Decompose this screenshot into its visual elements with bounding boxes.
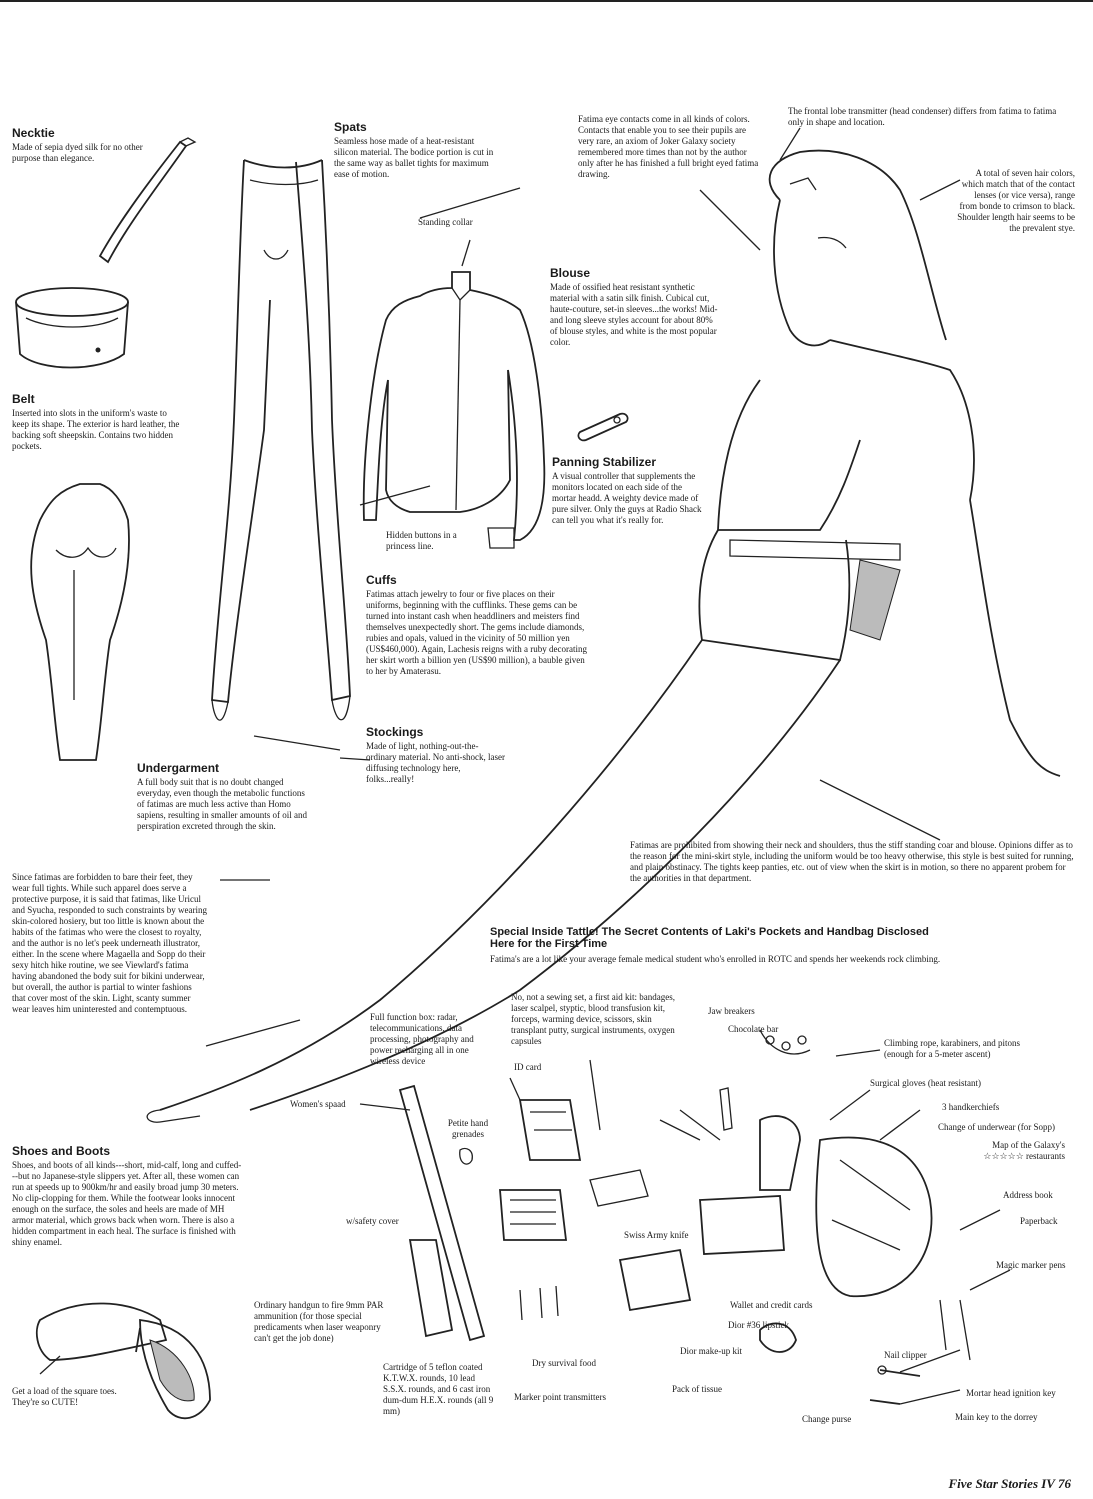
- makeup-kit-label: Dior make-up kit: [680, 1346, 742, 1356]
- special-heading: Special Inside Tattle! The Secret Conten…: [490, 926, 929, 950]
- handkerchiefs-label: 3 handkerchiefs: [942, 1102, 1000, 1112]
- shoes-drawing: [35, 1302, 211, 1420]
- stockings-text: Made of light, nothing-out-the-ordinary …: [366, 741, 505, 784]
- panning-stabilizer-text: A visual controller that supplements the…: [552, 471, 702, 525]
- wallet-label: Wallet and credit cards: [730, 1300, 813, 1310]
- pointer-arrows: [39, 127, 1011, 1405]
- mortar-key-label: Mortar head ignition key: [966, 1388, 1056, 1398]
- cuffs-text: Fatimas attach jewelry to four or five p…: [366, 589, 587, 676]
- panning-stabilizer-heading: Panning Stabilizer: [552, 455, 657, 469]
- safety-cover-label: w/safety cover: [346, 1216, 399, 1226]
- womens-spaad-label: Women's spaad: [290, 1099, 346, 1109]
- surgical-gloves-label: Surgical gloves (heat resistant): [870, 1078, 982, 1088]
- spats-text: Seamless hose made of a heat-resistant s…: [334, 136, 494, 179]
- hair-note: A total of seven hair colors, which matc…: [957, 168, 1075, 233]
- hidden-buttons-label: Hidden buttons in a princess line.: [386, 530, 457, 551]
- fatima-figure-drawing: [146, 149, 1061, 1123]
- prohibited-note: Fatimas are prohibited from showing thei…: [630, 840, 1074, 883]
- spats-heading: Spats: [334, 120, 367, 134]
- undergarment-heading: Undergarment: [137, 761, 220, 775]
- jaw-breakers-label: Jaw breakers: [708, 1006, 755, 1016]
- belt-text: Inserted into slots in the uniform's was…: [12, 408, 180, 451]
- undergarment-text: A full body suit that is no doubt change…: [137, 777, 307, 831]
- spats-drawing: [211, 159, 351, 721]
- underwear-label: Change of underwear (for Sopp): [938, 1122, 1055, 1132]
- frontal-lobe-note: The frontal lobe transmitter (head conde…: [788, 106, 1057, 127]
- petite-grenades-label: Petite hand grenades: [447, 1118, 489, 1139]
- cuffs-heading: Cuffs: [366, 573, 397, 587]
- shoes-heading: Shoes and Boots: [12, 1144, 111, 1158]
- pack-of-tissue-label: Pack of tissue: [672, 1384, 722, 1394]
- magic-marker-label: Magic marker pens: [996, 1260, 1066, 1270]
- stockings-heading: Stockings: [366, 725, 424, 739]
- full-function-box-label: Full function box: radar, telecommunicat…: [370, 1012, 474, 1066]
- handbag-contents-drawing: [398, 1029, 971, 1405]
- belt-heading: Belt: [12, 392, 35, 406]
- top-rule: [0, 0, 1093, 2]
- panning-stabilizer-drawing: [577, 412, 629, 442]
- necktie-heading: Necktie: [12, 126, 55, 140]
- paperback-label: Paperback: [1020, 1216, 1058, 1226]
- blouse-heading: Blouse: [550, 266, 591, 280]
- marker-point-label: Marker point transmitters: [514, 1392, 606, 1402]
- special-text: Fatima's are a lot like your average fem…: [490, 954, 941, 964]
- survival-food-label: Dry survival food: [532, 1358, 596, 1368]
- belt-drawing: [15, 287, 129, 369]
- change-purse-label: Change purse: [802, 1414, 852, 1424]
- swiss-army-knife-label: Swiss Army knife: [624, 1230, 689, 1240]
- necktie-text: Made of sepia dyed silk for no other pur…: [12, 142, 143, 163]
- lipstick-label: Dior #36 lipstick: [728, 1320, 789, 1330]
- page-footer: Five Star Stories IV 76: [948, 1476, 1071, 1491]
- bare-feet-note: Since fatimas are forbidden to bare thei…: [12, 872, 207, 1014]
- standing-collar-label: Standing collar: [418, 217, 473, 227]
- undergarment-drawing: [30, 483, 130, 761]
- map-label: Map of the Galaxy's ☆☆☆☆☆ restaurants: [983, 1140, 1065, 1161]
- chocolate-bar-label: Chocolate bar: [728, 1024, 779, 1034]
- handgun-label: Ordinary handgun to fire 9mm PAR ammunit…: [254, 1300, 384, 1343]
- blouse-text: Made of ossified heat resistant syntheti…: [550, 282, 718, 347]
- id-card-label: ID card: [514, 1062, 542, 1072]
- main-key-label: Main key to the dorrey: [955, 1412, 1038, 1422]
- square-toes-note: Get a load of the square toes. They're s…: [12, 1386, 117, 1407]
- climbing-rope-label: Climbing rope, karabiners, and pitons (e…: [884, 1038, 1020, 1059]
- blouse-drawing: [362, 271, 546, 549]
- eye-contacts-note: Fatima eye contacts come in all kinds of…: [578, 114, 759, 179]
- shoes-text: Shoes, and boots of all kinds---short, m…: [12, 1160, 242, 1247]
- nail-clipper-label: Nail clipper: [884, 1350, 927, 1360]
- cartridge-label: Cartridge of 5 teflon coated K.T.W.X. ro…: [383, 1362, 494, 1416]
- first-aid-kit-label: No, not a sewing set, a first aid kit: b…: [511, 992, 675, 1046]
- address-book-label: Address book: [1003, 1190, 1053, 1200]
- necktie-drawing: [98, 137, 197, 264]
